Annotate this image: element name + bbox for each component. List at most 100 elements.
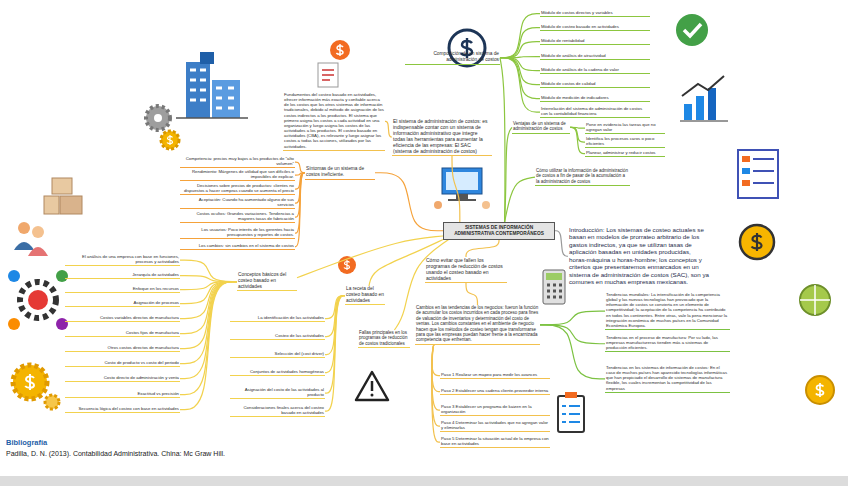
topic-node: Fundamentos del costeo basado en activid… [283, 92, 385, 151]
topic-node: Síntomas de un sistema de costos inefici… [305, 166, 375, 180]
topic-node: Costo directo de administración y venta [65, 375, 180, 382]
node-text: Módulo de medición de indicadores [541, 95, 649, 100]
node-text: Tendencias en el proceso de manufactura:… [606, 335, 729, 350]
node-text: Decisiones sobre precios de productos: c… [181, 183, 294, 193]
topic-node: Consideraciones finales acerca del coste… [230, 405, 325, 417]
node-text: Tendencias en los sistemas de informació… [606, 365, 729, 391]
branch-line [297, 236, 443, 278]
node-text: Identifica los procesos caros o poco efi… [586, 136, 664, 146]
topic-node: Paso 5 Determinar la situación actual de… [440, 436, 550, 448]
topic-node: Costos variables directos de manufactura [65, 315, 180, 322]
topic-node: Ventajas de un sistema de administración… [512, 121, 570, 134]
node-text: Conceptos básicos del costeo basado en a… [238, 272, 296, 289]
branch-line [466, 283, 478, 305]
footer-bar [0, 476, 848, 486]
topic-node: Competencia: precios muy bajos a los pro… [180, 156, 295, 168]
topic-node: Interrelación del sistema de administrac… [540, 106, 650, 118]
topic-node: Tendencias mundiales: La intensificación… [605, 292, 730, 330]
gears-icon [146, 106, 179, 149]
node-text: Rendimiento: Márgenes de utilidad que so… [181, 169, 294, 179]
node-text: Composición de un sistema de administrac… [406, 51, 499, 63]
branch-line [570, 127, 585, 153]
warning-icon [356, 372, 388, 400]
branch-line [500, 58, 540, 99]
node-text: Costos fijos de manufactura [66, 330, 179, 335]
node-text: Paso 2 Establecer una cadena cliente-pro… [441, 388, 549, 393]
node-text: Módulo de análisis de la cadena de valor [541, 67, 649, 72]
topic-node: El análisis de una empresa con base en f… [65, 254, 180, 266]
globe-icon [800, 285, 830, 315]
node-text: Consideraciones finales acerca del coste… [231, 405, 324, 415]
topic-node: Paso 1 Realizar un mapeo para medir los … [440, 372, 550, 379]
node-text: La receta del costeo basado en actividad… [346, 286, 384, 303]
topic-node: Pone en evidencia las tareas que no agre… [585, 122, 665, 134]
node-text: Ventajas de un sistema de administración… [513, 121, 569, 132]
topic-node: Identifica los procesos caros o poco efi… [585, 136, 665, 148]
bibliography-heading: Bibliografía [6, 438, 47, 447]
branch-line [500, 58, 540, 112]
node-text: Asignación de procesos [66, 300, 179, 305]
coin-icon [740, 225, 774, 259]
node-text: Módulo de costos directos y variables [541, 10, 649, 15]
topic-node: Conjuntos de actividades homogéneas [230, 369, 325, 376]
node-text: Secuencia lógica del costeo con base en … [66, 406, 179, 411]
topic-node: La identificación de las actividades [230, 315, 325, 322]
topic-node: Asignación del costo de las actividades … [230, 387, 325, 399]
topic-node: Módulo de rentabilidad [540, 38, 650, 45]
topic-node: Paso 3 Establecer un programa de kaizen … [440, 404, 550, 416]
branch-line [375, 173, 443, 231]
node-text: Jerarquía de actividades [66, 272, 179, 277]
topic-node: Los usuarios: Poco interés de los gerent… [180, 227, 295, 239]
branch-line [325, 296, 345, 412]
topic-node: Módulo de costos directos y variables [540, 10, 650, 17]
node-text: Paso 1 Realizar un mapeo para medir los … [441, 372, 549, 377]
node-text: Cambios en las tendencias de los negocio… [416, 305, 539, 343]
node-text: Costos variables directos de manufactura [66, 315, 179, 320]
topic-node: Módulo de análisis de la cadena de valor [540, 67, 650, 74]
document-icon [318, 63, 338, 87]
bibliography-entry: Padilla, D. N. (2013). Contabilidad Admi… [6, 450, 225, 457]
node-text: Interrelación del sistema de administrac… [541, 106, 649, 116]
check-icon [676, 14, 708, 46]
branch-line [180, 260, 237, 281]
building-icon [176, 52, 248, 118]
branch-line [432, 345, 440, 426]
branch-line [385, 121, 392, 137]
topic-node: Planear, administrar y reducir costos [585, 150, 665, 157]
branch-line [180, 276, 237, 282]
branch-line [540, 311, 605, 325]
node-text: Introducción: Los sistemas de costeo act… [569, 226, 709, 286]
branch-line [540, 325, 605, 344]
node-text: Fundamentos del costeo basado en activid… [284, 92, 384, 149]
topic-node: Cambios en las tendencias de los negocio… [415, 305, 540, 345]
node-text: Síntomas de un sistema de costos inefici… [306, 166, 374, 178]
coin-icon [806, 376, 834, 404]
calculator-icon [543, 270, 565, 304]
node-text: Enfoque en los recursos [66, 286, 179, 291]
topic-node: Costos fijos de manufactura [65, 330, 180, 337]
node-text: Conjuntos de actividades homogéneas [231, 369, 324, 374]
branch-line [295, 162, 305, 173]
branch-line [295, 173, 305, 247]
node-text: Asignación del costo de las actividades … [231, 387, 324, 397]
branch-line [432, 345, 440, 442]
branch-line [505, 177, 535, 222]
dollar-gear-icon [13, 365, 59, 409]
node-text: Aceptación: Cuando ha aumentado alguno d… [181, 197, 294, 207]
node-text: Exactitud vs precisión [66, 391, 179, 396]
branch-line [500, 42, 540, 58]
node-text: El sistema de administración de costos: … [393, 118, 491, 154]
node-text: Costos ocultos: Grandes variaciones. Ten… [181, 211, 294, 221]
branch-line [466, 240, 499, 258]
topic-node: Módulo de medición de indicadores [540, 95, 650, 102]
node-text: Los cambios: sin cambios en el sistema d… [181, 243, 294, 248]
topic-node: Conceptos básicos del costeo basado en a… [237, 272, 297, 291]
topic-node: Costo de producto vs costo del periodo [65, 360, 180, 367]
node-text: Los usuarios: Poco interés de los gerent… [181, 227, 294, 237]
topic-node: Rendimiento: Márgenes de utilidad que so… [180, 169, 295, 181]
topic-node: Módulo de costos de calidad [540, 81, 650, 88]
node-text: Módulo de rentabilidad [541, 38, 649, 43]
topic-node: Decisiones sobre precios de productos: c… [180, 183, 295, 195]
branch-line [500, 58, 540, 71]
